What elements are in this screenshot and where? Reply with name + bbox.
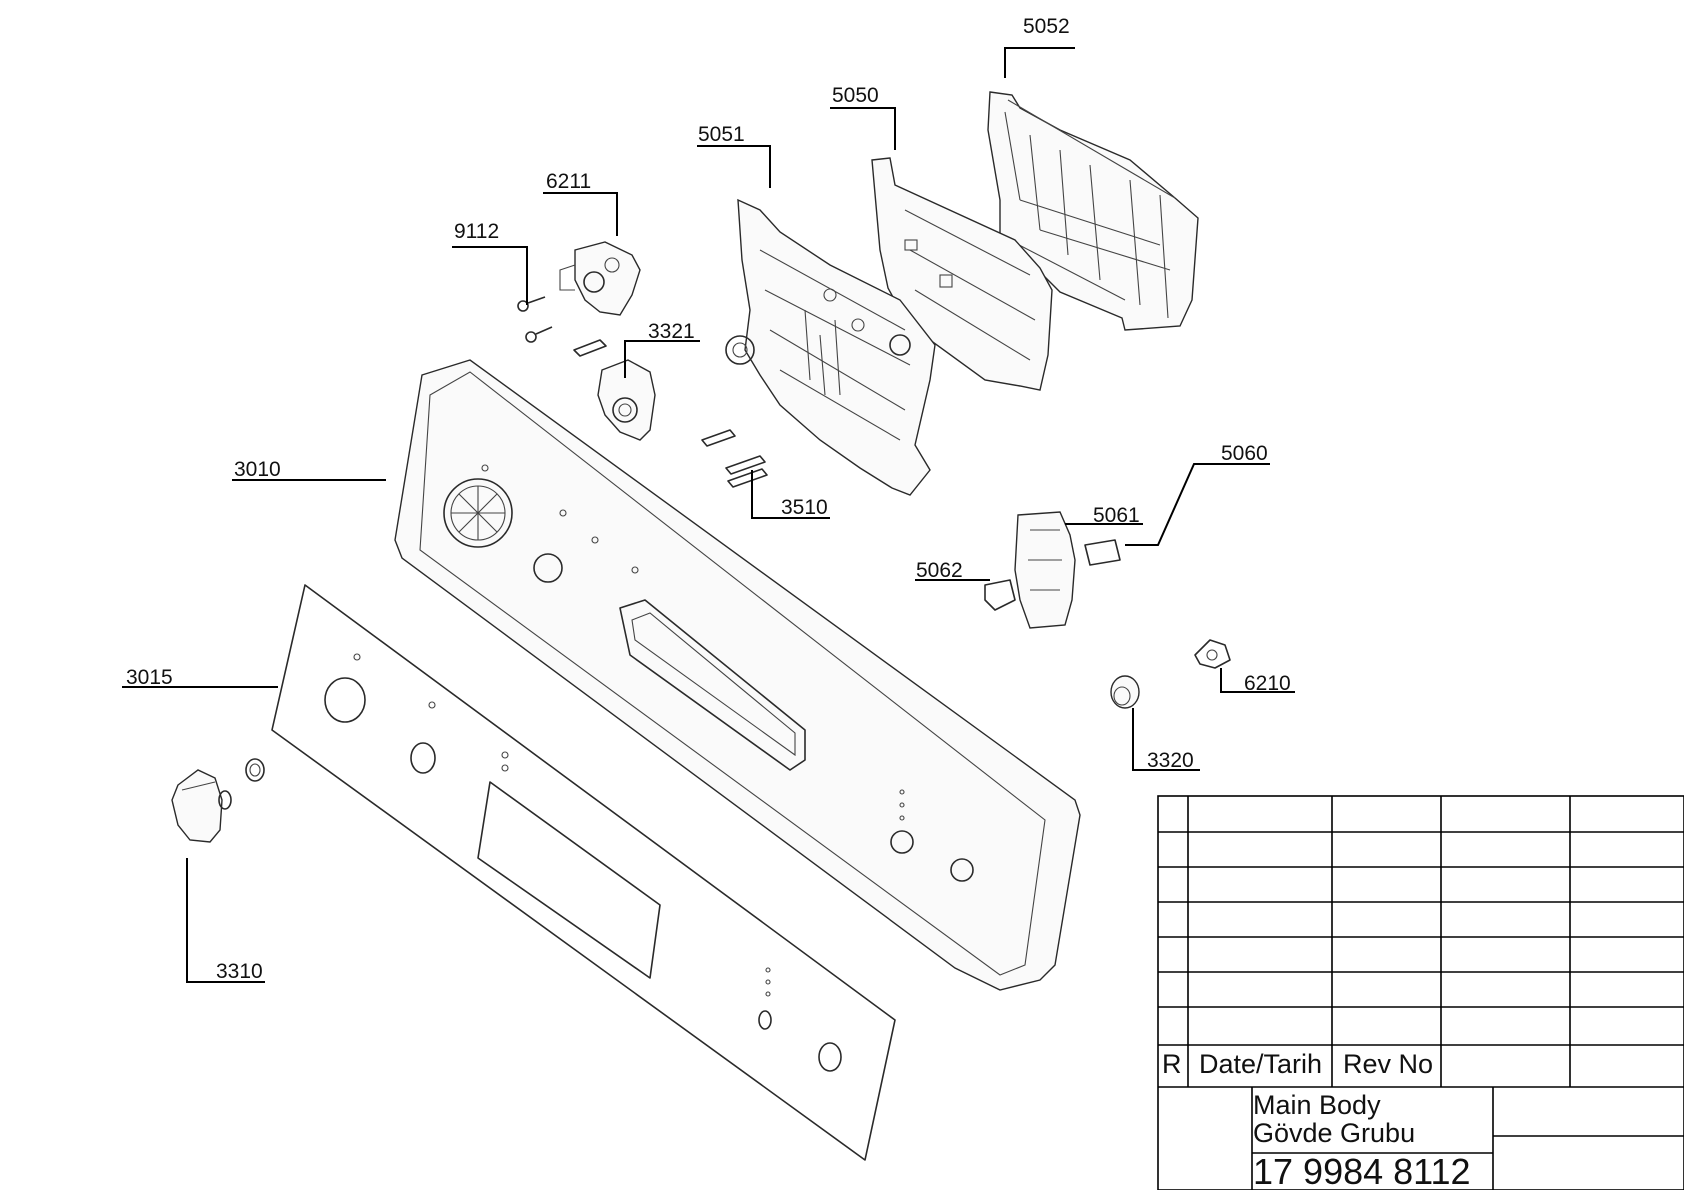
part-5051-frame bbox=[725, 198, 936, 496]
part-3510-lamps bbox=[701, 429, 768, 488]
part-6210-switch bbox=[1194, 639, 1231, 669]
title-block bbox=[1157, 795, 1684, 1190]
callout-9112: 9112 bbox=[454, 220, 499, 243]
date-column-header: Date/Tarih bbox=[1199, 1049, 1322, 1079]
callout-6211: 6211 bbox=[546, 170, 591, 193]
part-9112-screws bbox=[517, 296, 607, 357]
callout-3320: 3320 bbox=[1147, 749, 1194, 772]
part-3010-panel-body bbox=[394, 359, 1081, 991]
part-5060-module bbox=[984, 511, 1121, 629]
part-3015-fascia-plate bbox=[271, 584, 896, 1161]
callout-5050: 5050 bbox=[832, 84, 879, 107]
callout-3015: 3015 bbox=[126, 666, 173, 689]
callout-3321: 3321 bbox=[648, 320, 695, 343]
callout-6210: 6210 bbox=[1244, 672, 1291, 695]
rev-no-column-header: Rev No bbox=[1343, 1049, 1433, 1079]
callout-5052: 5052 bbox=[1023, 15, 1070, 38]
drawing-title-en: Main Body bbox=[1253, 1090, 1381, 1120]
callout-5062: 5062 bbox=[916, 559, 963, 582]
callout-5060: 5060 bbox=[1221, 442, 1268, 465]
part-6211-switch bbox=[559, 241, 641, 316]
callout-5061: 5061 bbox=[1093, 504, 1140, 527]
drawing-title-tr: Gövde Grubu bbox=[1253, 1118, 1415, 1148]
part-3321-holder bbox=[597, 359, 656, 441]
callout-5051: 5051 bbox=[698, 123, 745, 146]
part-3320-ring bbox=[1110, 675, 1140, 709]
callout-3510: 3510 bbox=[781, 496, 828, 519]
part-3310-knob bbox=[171, 758, 265, 843]
callout-leaders bbox=[122, 47, 1295, 983]
rev-marker: R bbox=[1162, 1049, 1182, 1079]
callout-3010: 3010 bbox=[234, 458, 281, 481]
callout-3310: 3310 bbox=[216, 960, 263, 983]
drawing-number: 17 9984 8112 bbox=[1253, 1151, 1471, 1190]
